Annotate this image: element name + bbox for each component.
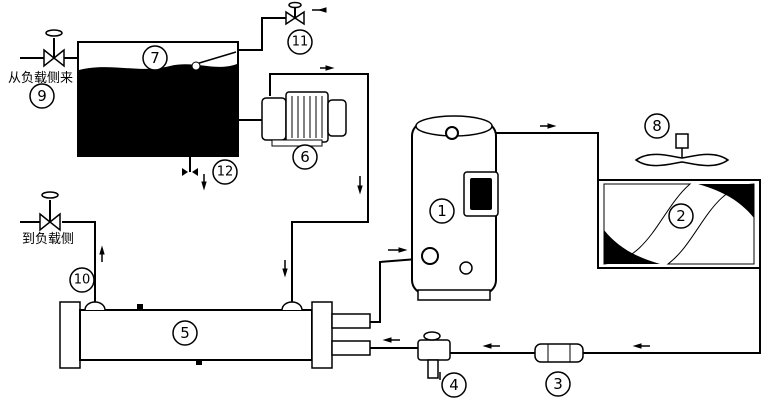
callout-circle — [668, 203, 694, 229]
pipe-discharge — [470, 132, 599, 180]
pipe-evaporator-outlet — [62, 221, 96, 305]
valve-handwheel-icon — [45, 29, 63, 37]
callout-circle — [172, 320, 198, 346]
pipe-makeup-water — [236, 17, 300, 51]
condenser-fan-icon — [634, 133, 730, 167]
callout-circle — [545, 371, 571, 397]
valve-handwheel-icon — [288, 1, 302, 9]
callout-circle — [441, 372, 467, 398]
from-load-label: 从负载侧来 — [8, 71, 73, 86]
drain-valve-icon — [182, 168, 198, 176]
water-pump — [261, 91, 347, 147]
piping — [20, 17, 761, 354]
flow-arrows — [99, 7, 650, 349]
callout-circle — [212, 159, 238, 185]
callout-circle — [142, 45, 168, 71]
callout-10: 10 — [74, 273, 91, 288]
outlet-valve — [20, 191, 61, 232]
callout-8: 8 — [652, 117, 662, 135]
callout-circle — [69, 267, 95, 293]
water-tank — [77, 41, 239, 176]
scroll-compressor — [411, 115, 499, 301]
tank-water — [79, 64, 237, 155]
callout-circle — [29, 83, 55, 109]
pipe-liquid-line — [583, 242, 761, 354]
callout-6: 6 — [300, 148, 310, 166]
to-load-label: 到负载侧 — [22, 232, 74, 247]
callout-circle — [644, 113, 670, 139]
callout-4: 4 — [449, 376, 459, 394]
callout-circle — [292, 144, 318, 170]
callout-9: 9 — [37, 87, 47, 105]
expansion-valve — [417, 331, 451, 380]
callout-2: 2 — [676, 207, 686, 225]
shell-tube-evaporator — [59, 301, 371, 369]
callouts — [29, 29, 694, 398]
makeup-valve — [285, 1, 305, 26]
inlet-valve — [43, 29, 65, 68]
callout-12: 12 — [217, 165, 234, 180]
valve-handwheel-icon — [41, 191, 59, 199]
callout-circle — [429, 198, 455, 224]
callout-5: 5 — [180, 324, 190, 342]
callout-circle — [287, 29, 313, 55]
pipe-pump-to-evaporator — [269, 73, 369, 305]
callout-11: 11 — [292, 35, 309, 50]
callout-1: 1 — [437, 202, 447, 220]
filter-dryer — [534, 343, 584, 363]
pipe-suction — [370, 257, 431, 323]
callout-3: 3 — [553, 375, 563, 393]
callout-7: 7 — [150, 49, 160, 67]
